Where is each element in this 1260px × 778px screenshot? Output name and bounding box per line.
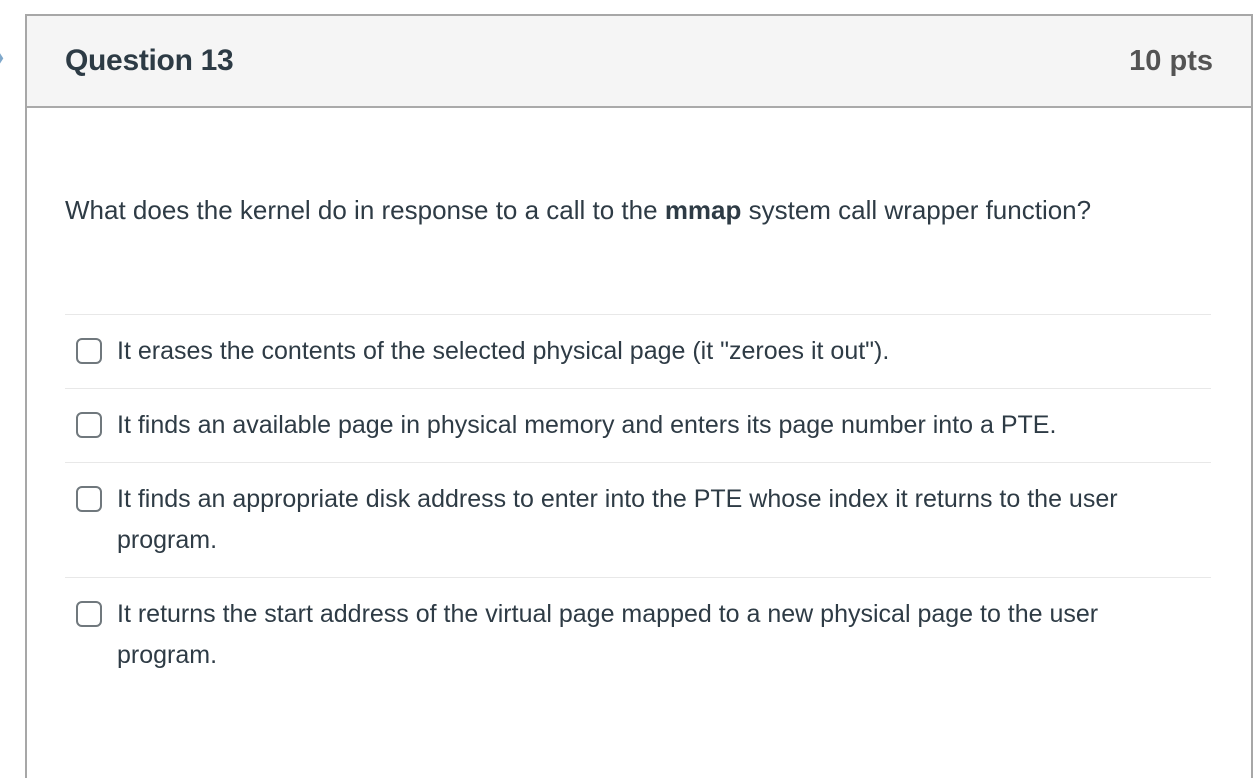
answer-option-4[interactable]: It returns the start address of the virt…: [65, 577, 1211, 692]
answer-list: It erases the contents of the selected p…: [65, 314, 1211, 692]
answer-label-2[interactable]: It finds an available page in physical m…: [117, 411, 1057, 439]
answer-option-3[interactable]: It finds an appropriate disk address to …: [65, 462, 1211, 577]
answer-checkbox-3[interactable]: [76, 486, 102, 512]
chevron-right-icon: ❯: [0, 46, 8, 68]
question-text-before: What does the kernel do in response to a…: [65, 195, 665, 225]
answer-option-2[interactable]: It finds an available page in physical m…: [65, 388, 1211, 462]
answer-label-3[interactable]: It finds an appropriate disk address to …: [117, 485, 1118, 554]
answer-option-1[interactable]: It erases the contents of the selected p…: [65, 314, 1211, 388]
answer-checkbox-2[interactable]: [76, 412, 102, 438]
question-body: What does the kernel do in response to a…: [27, 108, 1251, 692]
question-title: Question 13: [65, 44, 234, 77]
question-text-after: system call wrapper function?: [741, 195, 1092, 225]
answer-label-1[interactable]: It erases the contents of the selected p…: [117, 337, 890, 365]
question-text: What does the kernel do in response to a…: [65, 186, 1175, 234]
answer-label-4[interactable]: It returns the start address of the virt…: [117, 600, 1099, 669]
question-bold-term: mmap: [664, 195, 742, 225]
answer-checkbox-4[interactable]: [76, 601, 102, 627]
question-card: Question 13 10 pts What does the kernel …: [25, 14, 1253, 778]
answer-checkbox-1[interactable]: [76, 338, 102, 364]
question-header: Question 13 10 pts: [27, 16, 1251, 108]
question-points: 10 pts: [1129, 44, 1213, 77]
